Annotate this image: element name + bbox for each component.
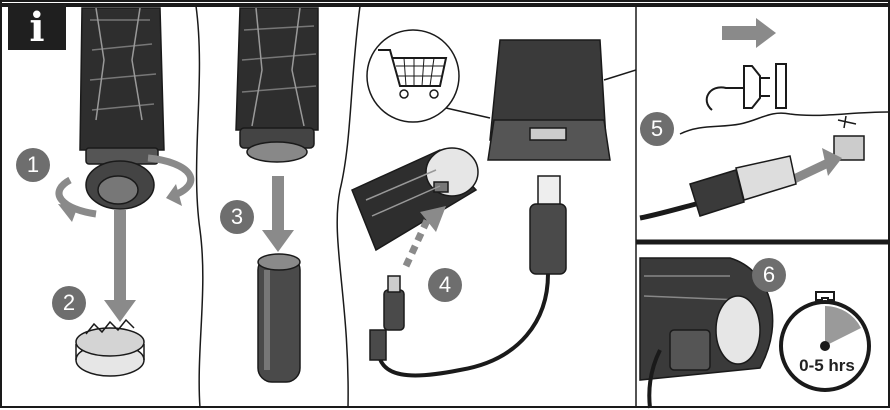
step-6-badge: 6	[752, 258, 786, 292]
divider-2	[336, 5, 361, 409]
arrow-down-1	[104, 210, 136, 322]
panel-5-flashlight	[639, 257, 774, 409]
step-2-badge: 2	[52, 286, 86, 320]
battery-cell	[257, 253, 301, 383]
stopwatch-icon	[779, 291, 871, 392]
step-1-badge: 1	[16, 148, 50, 182]
arrow-right-icon	[722, 18, 776, 48]
step-4-badge: 4	[428, 268, 462, 302]
shopping-cart-icon	[366, 29, 491, 123]
info-badge-text: i	[29, 4, 45, 51]
timer-label: 0-5 hrs	[799, 356, 855, 375]
power-adapter	[487, 39, 637, 161]
info-icon: i	[8, 4, 66, 51]
end-cap	[75, 318, 145, 377]
panel-1-flashlight	[79, 7, 165, 210]
divider-1	[195, 5, 204, 409]
power-plug-icon	[705, 63, 787, 111]
panel-2-flashlight	[235, 7, 319, 163]
cord-line	[679, 111, 889, 135]
rotate-arrows-icon	[55, 154, 195, 222]
arrow-up-4	[402, 212, 434, 268]
arrow-head-4	[420, 206, 446, 232]
arrow-right-5	[790, 148, 842, 184]
step-5-badge: 5	[640, 112, 674, 146]
usb-symbol-icon	[833, 115, 865, 161]
usb-plug	[639, 155, 797, 221]
step-3-badge: 3	[220, 200, 254, 234]
usb-cable	[369, 175, 567, 378]
panel-3-flashlight	[351, 147, 479, 252]
arrow-down-3	[262, 176, 294, 252]
